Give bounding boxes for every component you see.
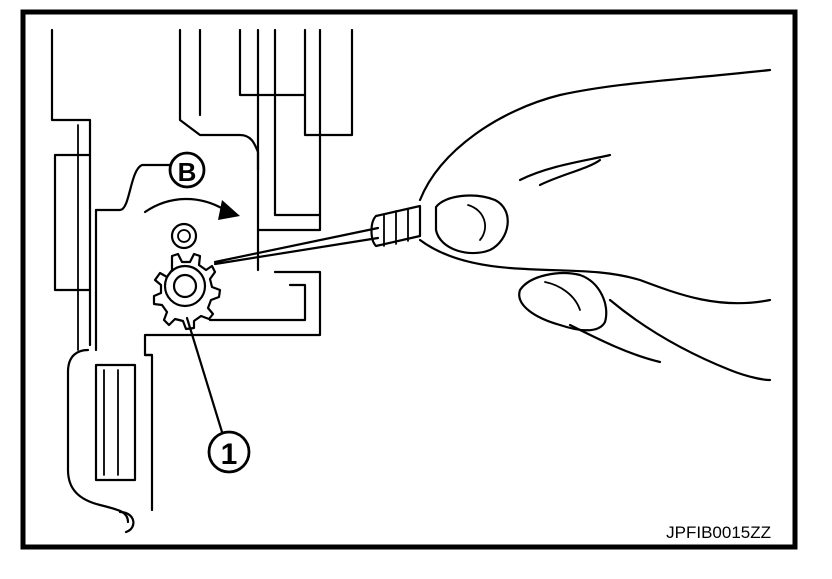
technician-hand — [418, 68, 772, 382]
callout-b: B — [168, 151, 206, 189]
rotation-direction-arrow — [143, 197, 240, 220]
illustration-border — [20, 9, 798, 550]
callout-b-label: B — [178, 157, 197, 187]
screwdriver-tool — [213, 204, 422, 266]
callout-1: 1 — [185, 316, 251, 474]
adjusting-gear — [152, 222, 222, 331]
figure-code: JPFIB0015ZZ — [666, 523, 771, 542]
callout-1-label: 1 — [221, 438, 238, 471]
transmission-housing — [50, 28, 354, 534]
